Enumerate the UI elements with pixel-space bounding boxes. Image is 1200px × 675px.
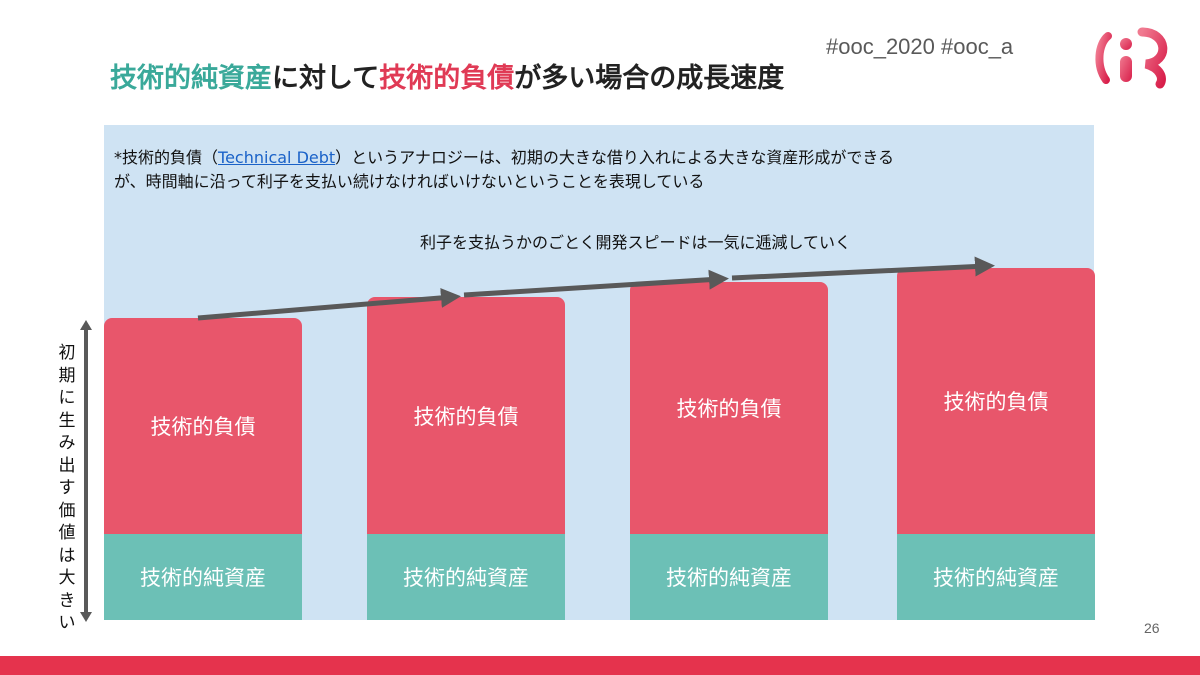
axis-label-char: す	[58, 478, 76, 498]
note-line1-suffix: ）というアナロジーは、初期の大きな借り入れによる大きな資産形成ができる	[335, 148, 895, 167]
debt-block: 技術的負債	[367, 297, 565, 534]
axis-label-char: に	[58, 388, 76, 408]
bar-group-3: 技術的負債 技術的純資産	[630, 282, 828, 620]
footer-bar	[0, 656, 1200, 675]
axis-label-char: き	[58, 590, 76, 611]
debt-block: 技術的負債	[630, 282, 828, 534]
axis-label-char: は	[58, 545, 76, 566]
debt-block: 技術的負債	[104, 318, 302, 534]
debt-label: 技術的負債	[676, 397, 782, 421]
title-suffix: が多い場合の成長速度	[514, 63, 785, 94]
bar-group-1: 技術的負債 技術的純資産	[104, 318, 302, 620]
bar-group-2: 技術的負債 技術的純資産	[367, 297, 565, 620]
hashtags: #ooc_2020 #ooc_a	[826, 34, 1014, 59]
axis-label-char: い	[58, 613, 76, 633]
brand-logo	[1095, 27, 1168, 89]
note-prefix: *技術的負債（	[114, 148, 219, 167]
title-technical-equity: 技術的純資産	[110, 63, 272, 94]
value-axis-label: 初期に生み出す価値は大きい	[56, 342, 78, 635]
value-axis-arrow	[80, 320, 92, 622]
callout-text: 利子を支払うかのごとく開発スピードは一気に逓減していく	[420, 233, 852, 252]
axis-label-char: 値	[58, 523, 76, 543]
axis-label-char: 生	[58, 410, 76, 431]
axis-label-char: 出	[58, 455, 76, 476]
equity-block: 技術的純資産	[630, 534, 828, 620]
equity-block: 技術的純資産	[367, 534, 565, 620]
equity-block: 技術的純資産	[897, 534, 1095, 620]
axis-label-char: 初	[58, 343, 76, 363]
axis-label-char: 期	[58, 365, 76, 386]
axis-label-char: 大	[58, 568, 76, 588]
title-technical-debt: 技術的負債	[379, 63, 515, 94]
equity-label: 技術的純資産	[666, 566, 792, 590]
page-number: 26	[1144, 620, 1160, 636]
debt-block: 技術的負債	[897, 268, 1095, 534]
equity-label: 技術的純資産	[933, 566, 1059, 590]
title-connector: に対して	[272, 63, 380, 94]
debt-label: 技術的負債	[413, 404, 519, 429]
note-line2: が、時間軸に沿って利子を支払い続けなければいけないということを表現している	[114, 172, 705, 191]
equity-block: 技術的純資産	[104, 534, 302, 620]
debt-label: 技術的負債	[150, 415, 256, 439]
equity-label: 技術的純資産	[140, 566, 266, 590]
page-title: 技術的純資産に対して技術的負債が多い場合の成長速度	[110, 56, 784, 95]
explanatory-note: *技術的負債（Technical Debt）というアナロジーは、初期の大きな借り…	[114, 146, 894, 194]
bar-group-4: 技術的負債 技術的純資産	[897, 268, 1095, 620]
equity-label: 技術的純資産	[403, 566, 529, 590]
axis-label-char: 価	[58, 500, 76, 521]
technical-debt-link[interactable]: Technical Debt	[218, 148, 336, 167]
debt-label: 技術的負債	[943, 390, 1049, 414]
axis-label-char: み	[58, 433, 76, 453]
